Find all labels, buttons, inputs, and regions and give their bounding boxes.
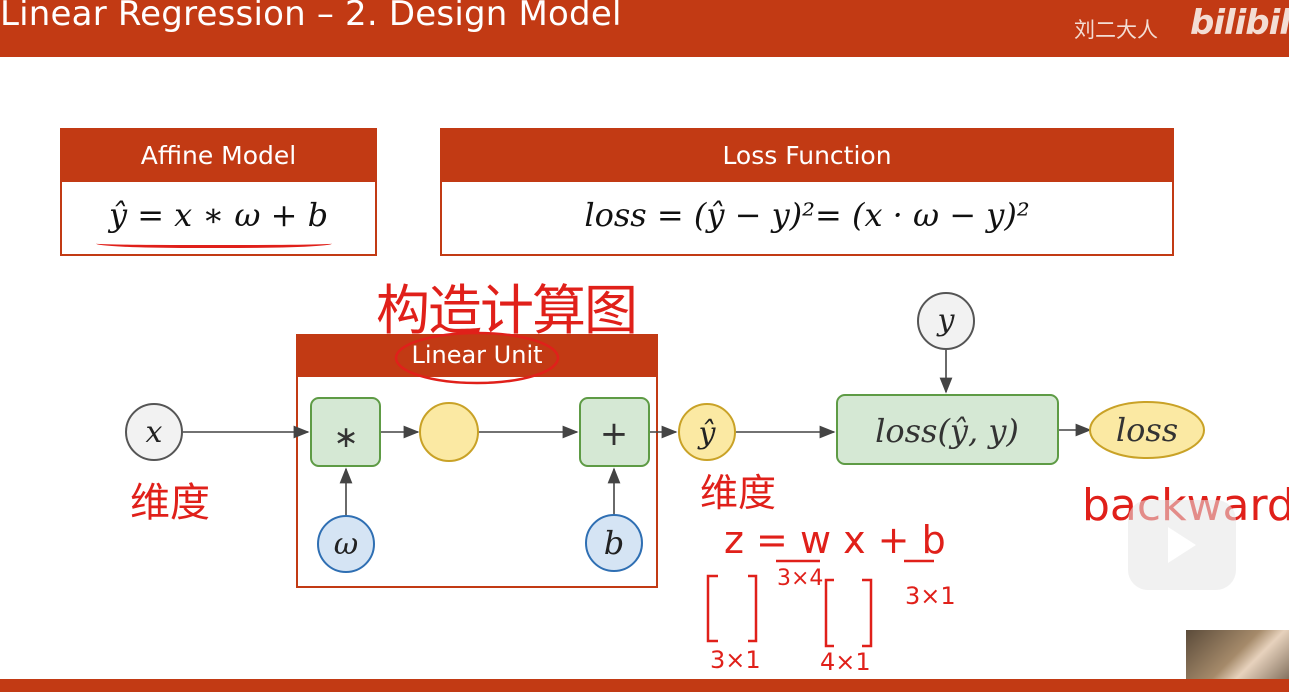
annotation-dim-z: 3×1 (710, 646, 761, 674)
annotation-dim-x: 4×1 (820, 648, 871, 676)
loss-function-formula: loss = (ŷ − y)²= (x · ω − y)² (584, 196, 1030, 234)
node-y-hat-label: ŷ (697, 416, 717, 451)
annotation-dimension-right: 维度 (700, 471, 777, 515)
slide-title: Linear Regression – 2. Design Model (0, 0, 622, 34)
loss-function-box: Loss Function loss = (ŷ − y)²= (x · ω − … (440, 128, 1174, 256)
annotation-dimension-left: 维度 (130, 480, 210, 526)
node-target-y-label: y (936, 303, 956, 338)
bilibili-logo: bilibili (1190, 3, 1289, 43)
title-bar: Linear Regression – 2. Design Model 刘二大人… (0, 0, 1289, 57)
node-target-y (917, 292, 975, 350)
node-add-label: + (600, 414, 629, 454)
matrix-z-left-bracket (706, 574, 718, 643)
loss-function-title: Loss Function (442, 130, 1172, 182)
node-input-x (125, 403, 183, 461)
linear-unit-title: Linear Unit (296, 334, 658, 377)
red-circle-annotation (394, 331, 560, 385)
annotation-build-graph: 构造计算图 (376, 279, 638, 342)
node-weight (317, 515, 375, 573)
node-weight-label: ω (334, 527, 358, 562)
affine-model-formula: ŷ = x ∗ ω + b (108, 196, 329, 234)
play-icon[interactable] (1168, 527, 1196, 563)
node-multiply (310, 397, 381, 467)
annotation-dim-b: 3×1 (905, 582, 956, 610)
node-loss-function (836, 394, 1059, 465)
node-bias (585, 514, 643, 572)
node-output-loss-label: loss (1116, 411, 1178, 449)
matrix-z-right-bracket (748, 574, 758, 643)
red-underline-annotation (96, 237, 332, 248)
affine-model-box: Affine Model ŷ = x ∗ ω + b (60, 128, 377, 256)
annotation-equation: z = w x + b (724, 518, 946, 562)
affine-model-title: Affine Model (62, 130, 375, 182)
node-bias-label: b (604, 524, 624, 562)
matrix-x-right-bracket (862, 578, 873, 648)
node-input-x-label: x (146, 415, 163, 450)
node-add (579, 397, 650, 467)
author-label: 刘二大人 (1074, 18, 1158, 42)
bottom-bar (0, 679, 1289, 692)
node-y-hat (678, 403, 736, 461)
node-multiply-label: ∗ (333, 420, 358, 455)
node-output-loss (1089, 401, 1205, 459)
annotation-dim-w: 3×4 (777, 566, 824, 591)
node-intermediate (419, 402, 479, 462)
node-loss-function-label: loss(ŷ, y) (875, 412, 1019, 450)
matrix-x-left-bracket (824, 578, 834, 648)
